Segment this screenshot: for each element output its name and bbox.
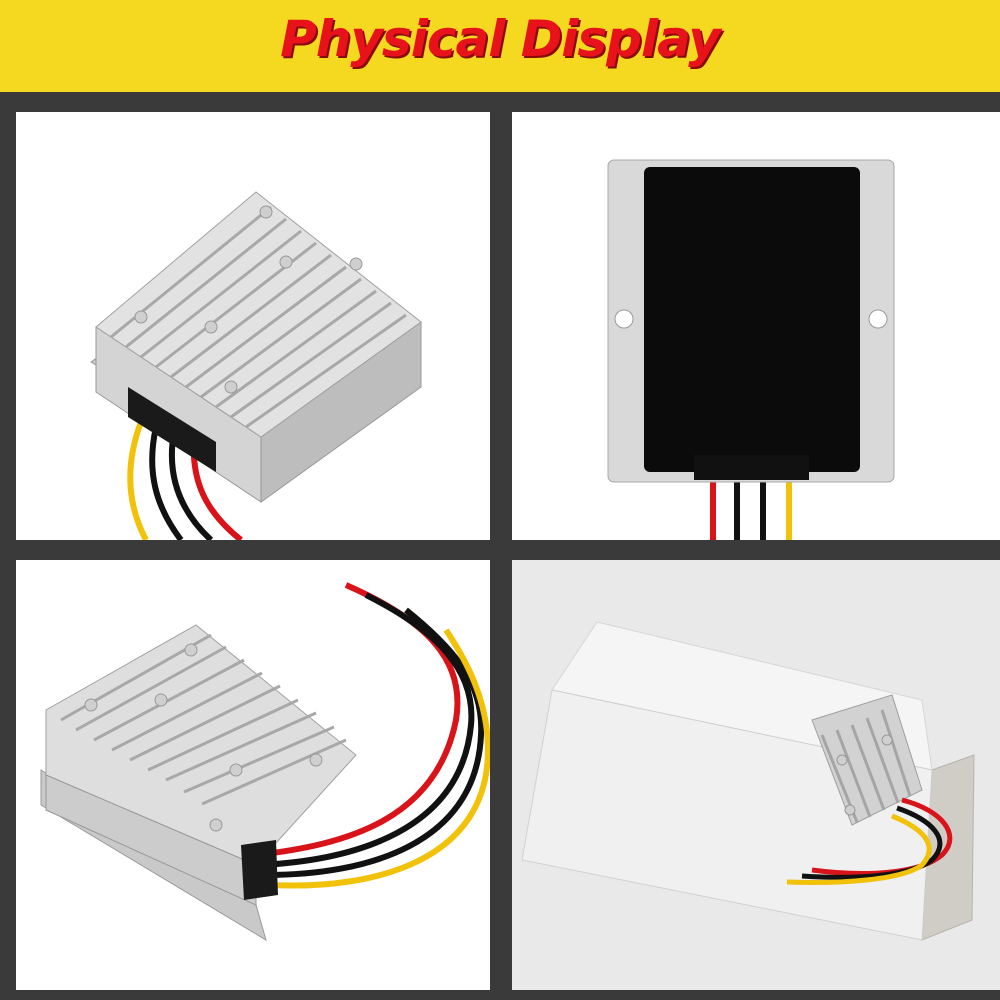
- photo-converter-in-box: [512, 560, 1000, 990]
- banner-divider: [0, 92, 1000, 110]
- converter-side-image: [40, 582, 490, 942]
- converter-box-image: [521, 621, 975, 941]
- photo-converter-angled: [16, 112, 490, 540]
- header-banner: [0, 0, 1000, 92]
- photo-converter-side: [16, 560, 490, 990]
- converter-angled-image: [90, 191, 422, 540]
- converter-back-image: [607, 159, 895, 540]
- banner-title: Physical Display: [280, 10, 721, 68]
- photo-converter-back: [512, 112, 1000, 540]
